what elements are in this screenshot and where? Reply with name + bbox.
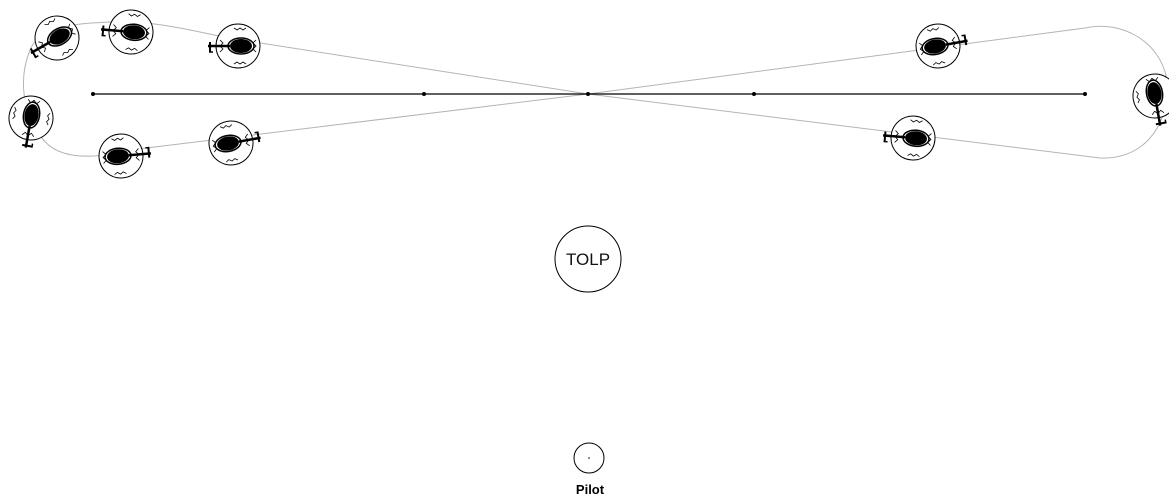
- takeoff-landing-pad: TOLP: [554, 225, 622, 293]
- helicopter-icon: [18, 6, 89, 74]
- helicopter-icon: [911, 17, 973, 73]
- pilot-position: Pilot: [573, 442, 605, 497]
- flight-path: [22, 21, 1168, 159]
- helicopter-icon: [204, 114, 266, 170]
- helicopter-icon: [2, 91, 58, 153]
- helicopter-icon: [879, 112, 939, 164]
- helicopter-icon: [1128, 69, 1169, 131]
- pilot-label: Pilot: [576, 482, 605, 497]
- helicopter-icon: [206, 22, 262, 70]
- helicopter-icon: [97, 6, 157, 58]
- takeoff-pad-label: TOLP: [566, 250, 610, 269]
- centerline: [91, 92, 1087, 96]
- helicopter-icon: [95, 130, 155, 182]
